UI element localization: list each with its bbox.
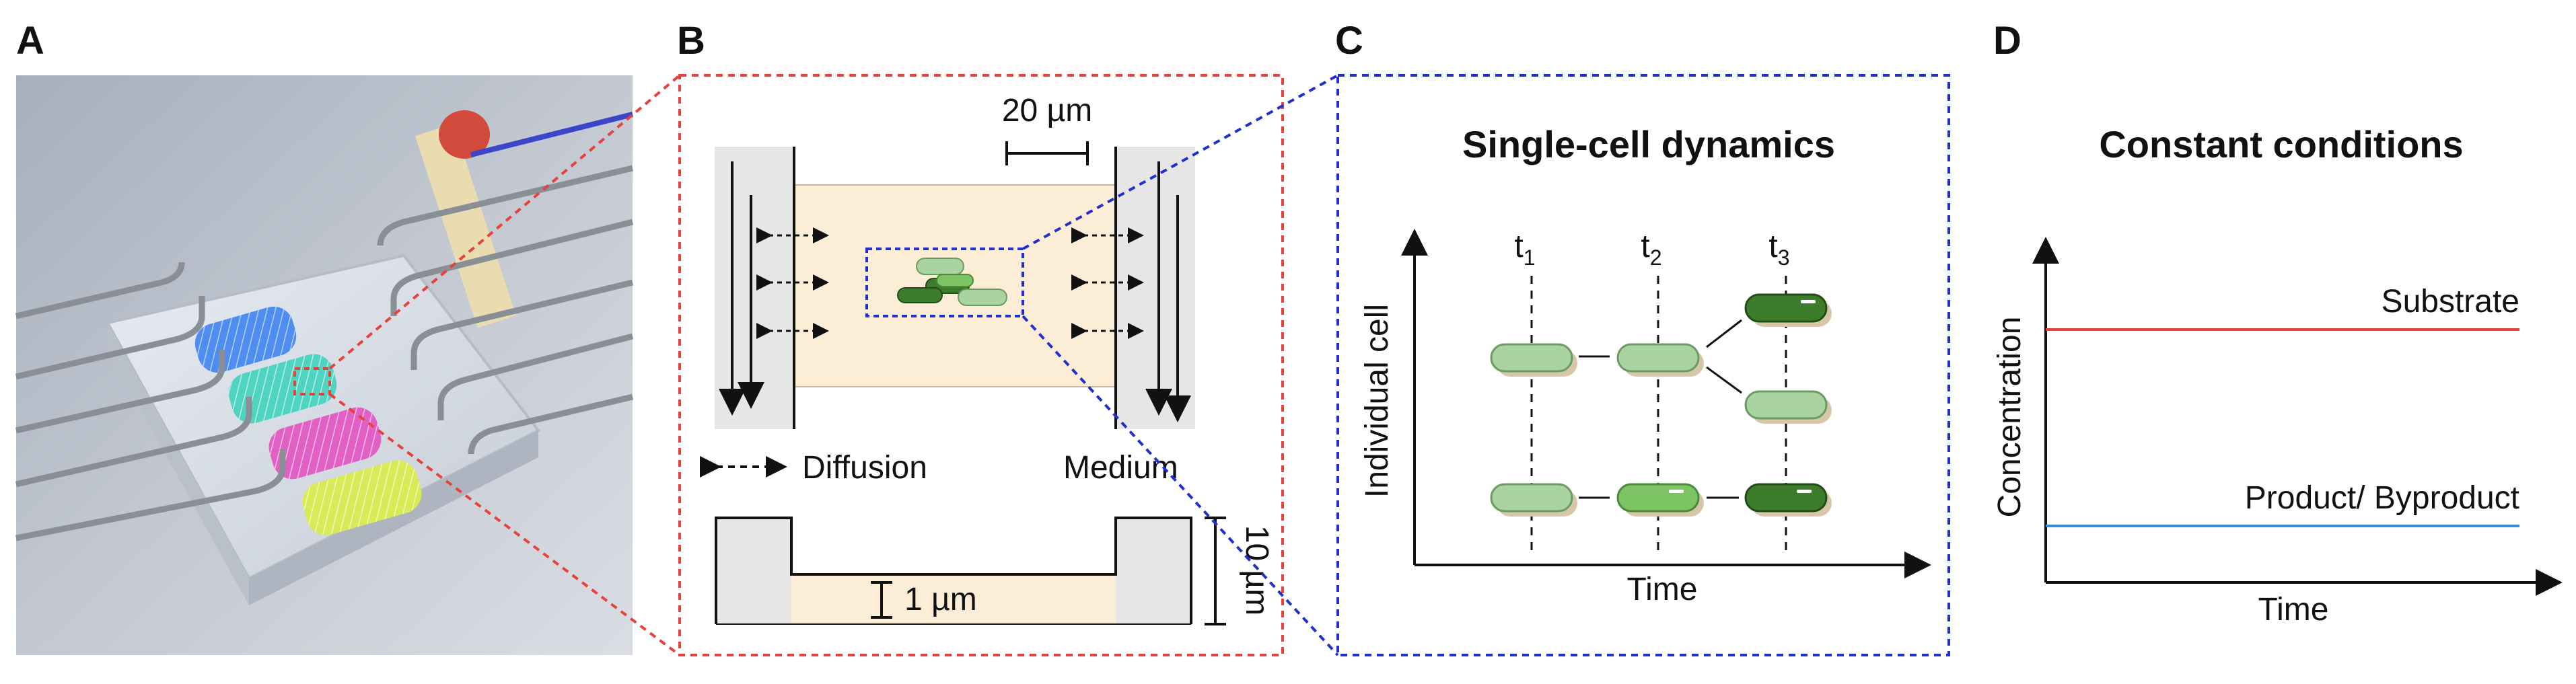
- side-view: 1 µm 10 µm: [715, 517, 1275, 625]
- flow-arrows: [719, 161, 1191, 422]
- panel-c: C Single-cell dynamics Individual cell T…: [1335, 19, 1950, 656]
- medium-label: Medium: [1063, 450, 1178, 486]
- cell-t2-lower: [1616, 483, 1704, 517]
- lineage-cells: [1490, 293, 1832, 517]
- panel-a-label: A: [16, 19, 44, 63]
- panel-d-label: D: [1993, 19, 2022, 63]
- chip-photo: [15, 75, 634, 655]
- cell-t1-lower: [1490, 483, 1577, 517]
- panel-d-title: Constant conditions: [2099, 123, 2463, 165]
- panel-a: A: [15, 19, 634, 655]
- panel-c-label: C: [1335, 19, 1363, 63]
- substrate-label: Substrate: [2382, 284, 2519, 319]
- scale-label: 20 µm: [1002, 93, 1092, 128]
- cell-t3-middle: [1744, 390, 1832, 424]
- timepoint-labels: t1 t2 t3: [1514, 229, 1789, 270]
- chamber-pink: [269, 407, 382, 480]
- channel-height-label: 10 µm: [1239, 525, 1275, 615]
- diffusion-label: Diffusion: [802, 450, 927, 486]
- timepoint-3: t3: [1768, 229, 1789, 270]
- cell-t3-lower: [1744, 483, 1832, 517]
- cell-t1-upper: [1490, 343, 1577, 377]
- product-label: Product/ Byproduct: [2245, 480, 2519, 516]
- cells-top-view: [897, 258, 1007, 306]
- panel-c-xlabel: Time: [1627, 572, 1698, 607]
- diffusion-legend: Diffusion: [700, 450, 927, 486]
- panel-c-axes: [1401, 229, 1931, 578]
- panel-d: D Constant conditions Concentration Time…: [1992, 19, 2563, 628]
- cell-t3-top: [1744, 293, 1832, 327]
- cell-t2-upper: [1616, 343, 1704, 377]
- panel-c-ylabel: Individual cell: [1359, 304, 1395, 498]
- panel-b: B 20 µm: [677, 19, 1284, 656]
- zoom-lines-a-b: [328, 74, 681, 656]
- panel-d-xlabel: Time: [2258, 592, 2329, 628]
- panel-b-frame: [678, 74, 1284, 656]
- zoom-lines-b-c: [1022, 74, 1339, 656]
- timepoint-2: t2: [1641, 229, 1661, 270]
- left-channel: [715, 147, 794, 429]
- panel-d-ylabel: Concentration: [1992, 317, 2028, 518]
- timepoint-1: t1: [1514, 229, 1535, 270]
- zoom-box-a: [293, 367, 331, 395]
- chamber-teal: [228, 354, 337, 424]
- chamber-yellow: [302, 460, 422, 535]
- panel-c-title: Single-cell dynamics: [1462, 123, 1835, 165]
- scale-bar: 20 µm: [1002, 93, 1092, 165]
- panel-b-label: B: [677, 19, 705, 63]
- chamber-height-label: 1 µm: [904, 582, 977, 617]
- right-channel: [1116, 147, 1195, 429]
- panel-c-frame: [1336, 74, 1950, 656]
- diffusion-arrows: [756, 227, 1144, 339]
- tubing: [15, 165, 634, 541]
- lineage-connectors: [1579, 319, 1742, 499]
- zoom-box-b: [865, 248, 1024, 317]
